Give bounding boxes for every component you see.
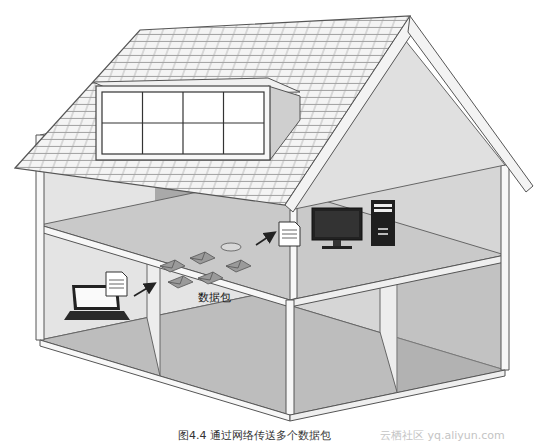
floor-edge — [40, 225, 290, 307]
packet-label: 数据包 — [198, 291, 231, 304]
base-edge — [290, 370, 505, 421]
roof-edge — [408, 16, 533, 192]
wall-edge — [286, 300, 294, 415]
document-icon — [106, 272, 127, 296]
watermark: 云栖社区 yq.aliyun.com — [380, 429, 505, 442]
floor-edge — [290, 255, 505, 307]
base-edge — [40, 340, 290, 421]
desktop-computer — [312, 200, 395, 249]
wall-edge — [501, 165, 509, 370]
flow-arrow — [256, 233, 274, 245]
flow-arrow — [134, 284, 154, 296]
dormer — [93, 78, 300, 160]
packet-envelopes — [160, 243, 251, 288]
gable-wall — [290, 40, 505, 210]
roof-edge — [285, 16, 413, 212]
document-icon — [279, 222, 300, 246]
figure-caption: 图4.4 通过网络传送多个数据包 — [178, 429, 331, 442]
